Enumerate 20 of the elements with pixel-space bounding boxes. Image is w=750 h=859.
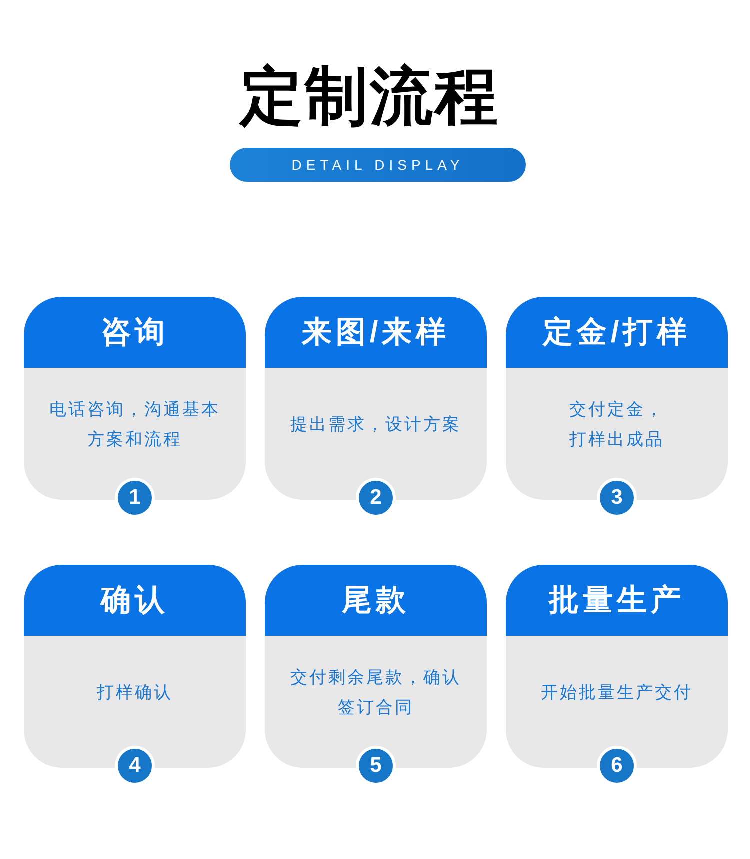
step-number: 6 — [597, 746, 637, 786]
step-number: 5 — [356, 746, 396, 786]
step-description: 交付定金，打样出成品 — [568, 399, 666, 451]
step-title: 定金/打样 — [506, 297, 728, 368]
step-number: 4 — [115, 746, 155, 786]
step-description: 开始批量生产交付 — [540, 682, 694, 704]
step-title: 尾款 — [265, 565, 487, 636]
step-description: 打样确认 — [96, 682, 174, 704]
step-number: 2 — [356, 478, 396, 518]
step-number: 3 — [597, 478, 637, 518]
subtitle-banner: DETAIL DISPLAY — [230, 148, 526, 182]
step-description: 提出需求，设计方案 — [290, 414, 462, 436]
step-description: 电话咨询，沟通基本方案和流程 — [48, 399, 222, 451]
step-description: 交付剩余尾款，确认签订合同 — [290, 667, 462, 719]
step-title: 批量生产 — [506, 565, 728, 636]
step-title: 确认 — [24, 565, 246, 636]
step-title: 咨询 — [24, 297, 246, 368]
page-title: 定制流程 — [238, 61, 501, 134]
step-title: 来图/来样 — [265, 297, 487, 368]
step-number: 1 — [115, 478, 155, 518]
